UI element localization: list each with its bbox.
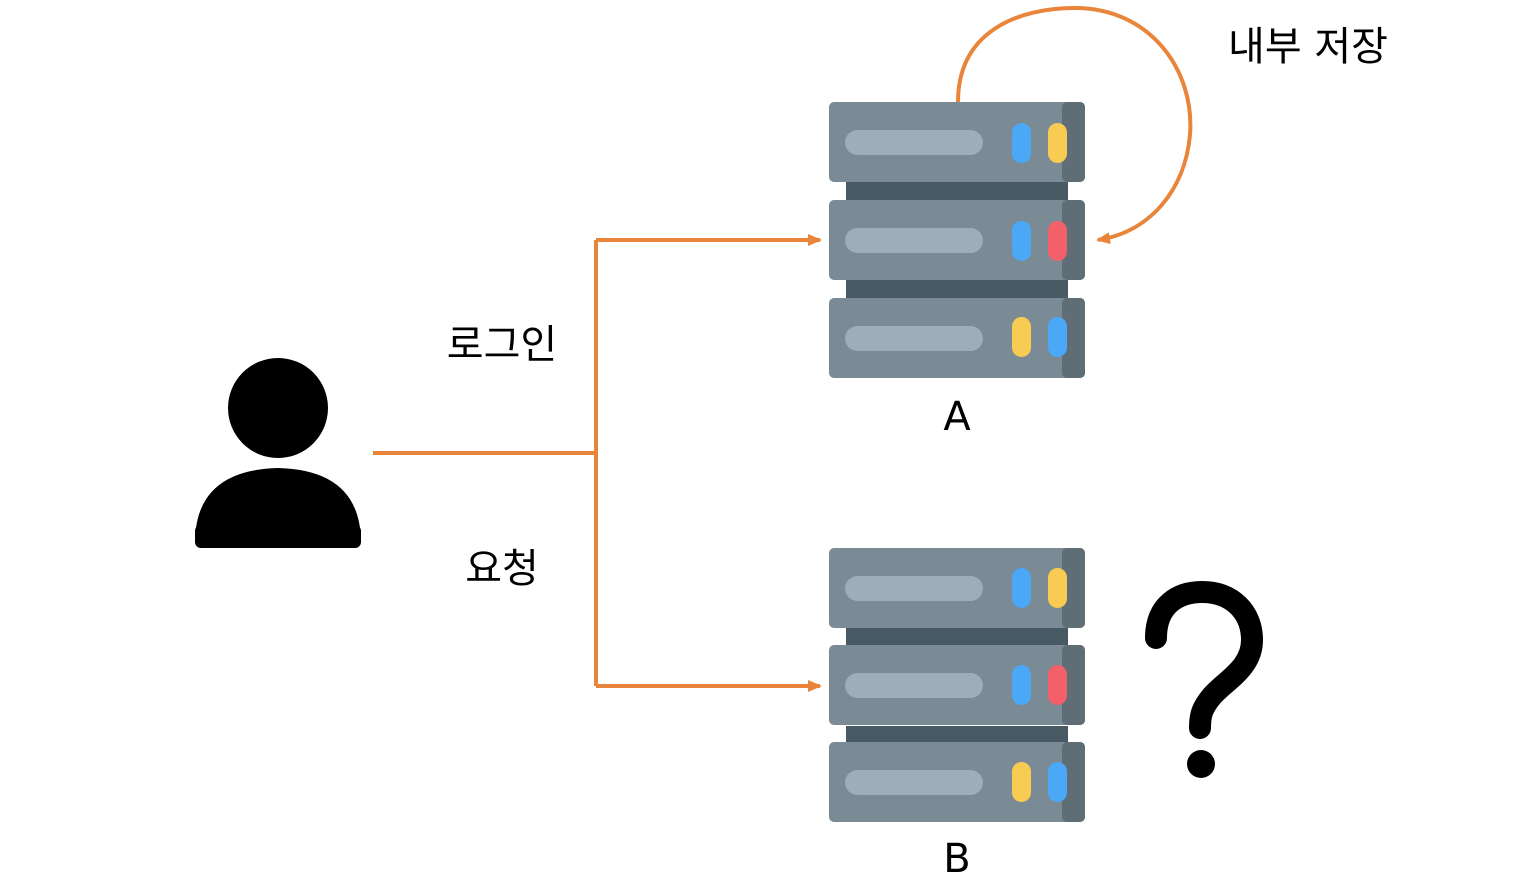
server-a-label: A: [943, 394, 971, 440]
question-mark-icon: [1145, 581, 1263, 778]
server-a-icon: [829, 102, 1085, 378]
server-b-icon: [829, 548, 1085, 822]
internal-storage-label: 내부 저장: [1228, 24, 1388, 70]
login-label: 로그인: [447, 322, 557, 368]
request-label: 요청: [465, 546, 539, 592]
user-icon: [195, 358, 361, 548]
loop-arrow-internal-storage: [956, 5, 1193, 245]
connector-lines: [373, 5, 1193, 692]
server-b-label: B: [943, 836, 970, 882]
